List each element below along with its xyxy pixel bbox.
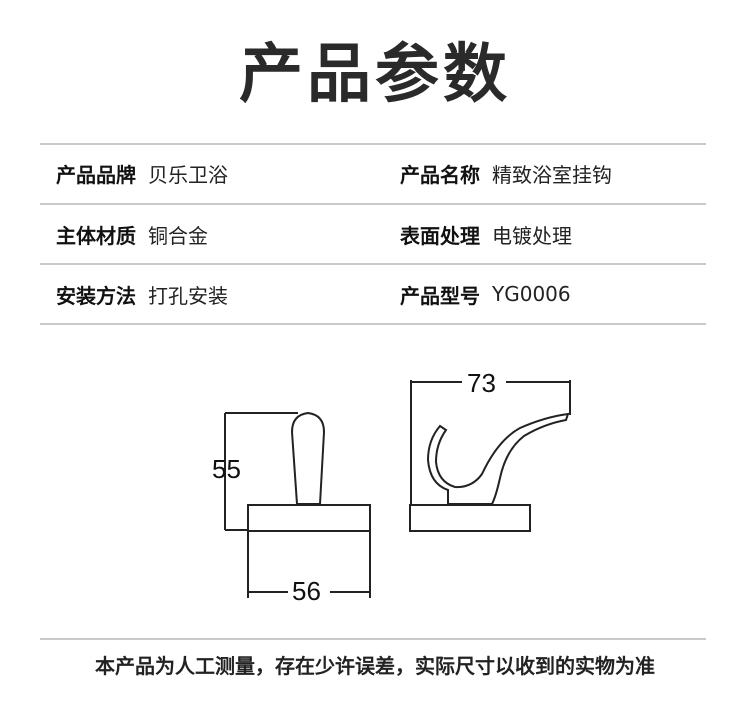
page-title: 产品参数: [239, 38, 511, 112]
spec-row: 主体材质 铜合金 表面处理 电镀处理: [0, 204, 750, 264]
spec-label: 表面处理: [400, 223, 480, 248]
spec-finish: 表面处理 电镀处理: [400, 204, 572, 264]
spec-value: 铜合金: [148, 223, 208, 248]
spec-label: 产品品牌: [56, 162, 136, 187]
spec-label: 产品型号: [400, 283, 480, 308]
divider: [40, 143, 706, 145]
spec-label: 产品名称: [400, 162, 480, 187]
divider: [40, 638, 706, 640]
depth-label: 73: [467, 368, 496, 398]
width-label: 56: [292, 576, 321, 606]
spec-material: 主体材质 铜合金: [56, 204, 208, 264]
spec-label: 安装方法: [56, 283, 136, 308]
side-base-plate: [409, 504, 531, 532]
spec-label: 主体材质: [56, 223, 136, 248]
spec-brand: 产品品牌 贝乐卫浴: [56, 143, 228, 203]
divider: [40, 203, 706, 205]
dimension-diagram: 55 56 73: [212, 368, 571, 606]
side-hook-body: [426, 412, 570, 505]
spec-value: 精致浴室挂钩: [492, 162, 612, 187]
spec-model: 产品型号 YG0006: [400, 264, 571, 324]
spec-row: 安装方法 打孔安装 产品型号 YG0006: [0, 264, 750, 324]
spec-install: 安装方法 打孔安装: [56, 264, 228, 324]
spec-value: 打孔安装: [148, 283, 228, 308]
spec-row: 产品品牌 贝乐卫浴 产品名称 精致浴室挂钩: [0, 143, 750, 203]
front-base-plate: [247, 504, 371, 532]
divider: [40, 323, 706, 325]
height-label: 55: [212, 454, 241, 484]
footer-note: 本产品为人工测量，存在少许误差，实际尺寸以收到的实物为准: [95, 654, 655, 678]
spec-value: YG0006: [492, 282, 571, 306]
front-hook-body: [290, 411, 326, 505]
divider: [40, 263, 706, 265]
spec-value: 贝乐卫浴: [148, 162, 228, 187]
spec-product-name: 产品名称 精致浴室挂钩: [400, 143, 612, 203]
spec-value: 电镀处理: [492, 223, 572, 248]
